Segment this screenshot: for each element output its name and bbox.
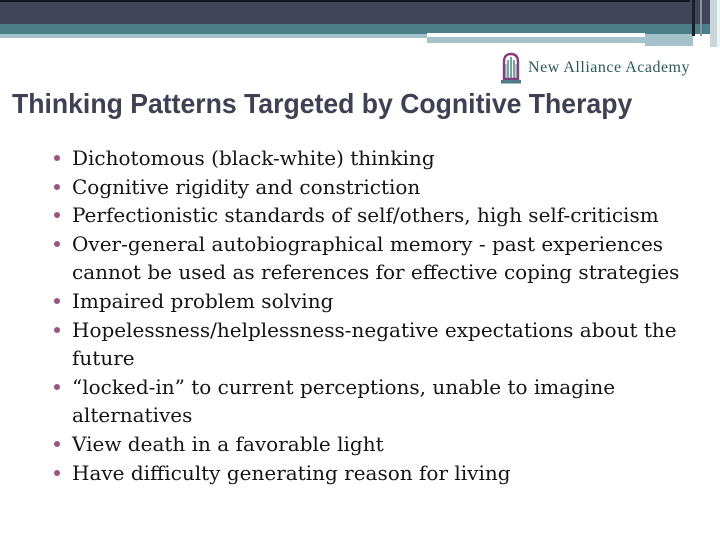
white-strip [427, 33, 645, 37]
list-item: Perfectionistic standards of self/others… [52, 201, 700, 230]
logo: New Alliance Academy [500, 51, 690, 85]
teal-bar [0, 24, 711, 34]
top-black-line [0, 0, 690, 2]
arched-door-icon [500, 51, 522, 85]
vertical-black-line [692, 0, 695, 36]
pale-right-column [710, 0, 717, 47]
bullet-list: Dichotomous (black-white) thinking Cogni… [52, 144, 700, 487]
list-item: Dichotomous (black-white) thinking [52, 144, 700, 173]
light-teal-bar-left [0, 34, 427, 38]
list-item: Over-general autobiographical memory - p… [52, 230, 700, 287]
list-item: Cognitive rigidity and constriction [52, 173, 700, 202]
list-item: Hopelessness/helplessness-negative expec… [52, 316, 700, 373]
top-slate-bar [0, 0, 711, 24]
list-item: Have difficulty generating reason for li… [52, 459, 700, 488]
list-item: “locked-in” to current perceptions, unab… [52, 373, 700, 430]
white-edge-column [717, 0, 720, 47]
vertical-gray-line [700, 0, 702, 36]
page-title: Thinking Patterns Targeted by Cognitive … [12, 88, 633, 119]
light-teal-band [427, 37, 693, 43]
list-item: Impaired problem solving [52, 287, 700, 316]
logo-text: New Alliance Academy [528, 59, 690, 76]
light-teal-bar-right [645, 34, 693, 46]
list-item: View death in a favorable light [52, 430, 700, 459]
